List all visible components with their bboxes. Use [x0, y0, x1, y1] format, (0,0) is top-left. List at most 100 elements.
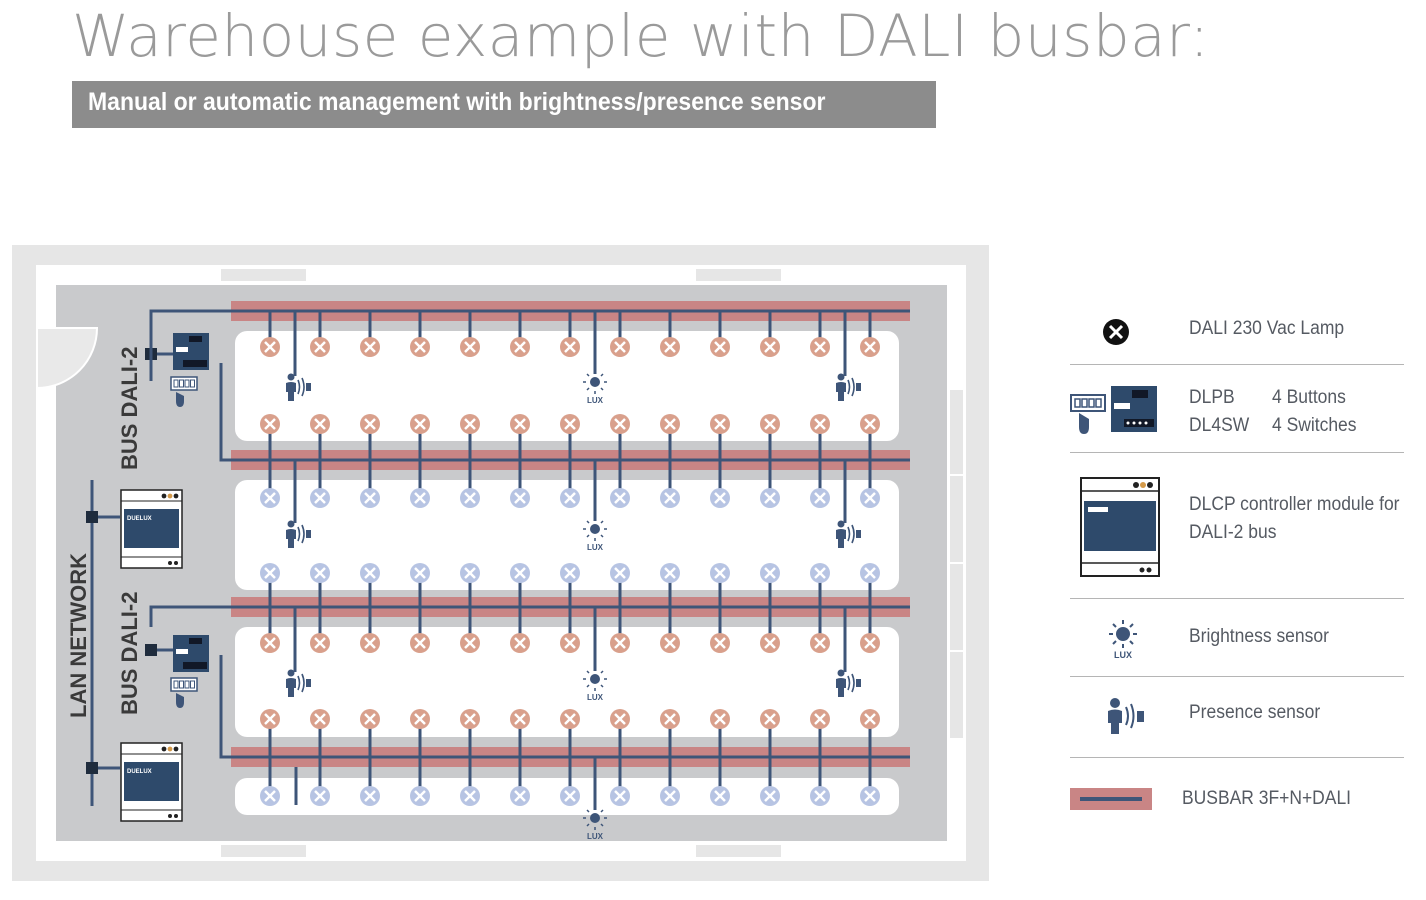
presence-wave	[851, 524, 855, 544]
legend-brightness: Brightness sensor	[1189, 626, 1329, 647]
lamp	[310, 414, 330, 434]
lamp	[710, 414, 730, 434]
subtitle: Manual or automatic management with brig…	[88, 88, 826, 116]
lamp	[510, 633, 530, 653]
keypad-icon	[1070, 394, 1106, 434]
lamp-cross	[714, 418, 726, 430]
aisle-3	[235, 627, 899, 737]
lamp-cross	[814, 637, 826, 649]
presence-wave	[851, 377, 855, 397]
brightness-sensor-icon: LUX	[1109, 620, 1137, 660]
lamp	[860, 786, 880, 806]
brightness-sensor-icon: LUX	[583, 667, 607, 702]
lamp-cross	[414, 637, 426, 649]
dlcp-panel	[124, 762, 179, 801]
dlcp-led	[173, 493, 179, 499]
dlcp-panel	[124, 509, 179, 548]
lamp	[610, 563, 630, 583]
dlpb-module	[173, 333, 209, 370]
lamp	[560, 709, 580, 729]
lux-ray	[586, 520, 590, 524]
busbar-icon	[1070, 788, 1152, 810]
keypad	[170, 677, 198, 708]
lamp-cross	[714, 790, 726, 802]
lamp	[560, 414, 580, 434]
lamp	[260, 488, 280, 508]
legend-divider	[1070, 452, 1404, 453]
dlcp-screw	[168, 814, 172, 818]
dlpb-logo	[176, 649, 188, 654]
lux-ray	[600, 670, 604, 674]
lamp-cross	[764, 790, 776, 802]
lamp-cross	[514, 567, 526, 579]
lamp-cross	[764, 492, 776, 504]
lux-label: LUX	[587, 396, 604, 405]
lamp	[760, 488, 780, 508]
lamp-cross	[614, 567, 626, 579]
lamp	[310, 337, 330, 357]
lux-label: LUX	[587, 832, 604, 841]
lamp	[810, 786, 830, 806]
lux-ray	[600, 534, 604, 538]
lamp	[710, 563, 730, 583]
lamp	[310, 488, 330, 508]
lamp-cross	[514, 713, 526, 725]
lamp	[860, 563, 880, 583]
lamp-cross	[614, 492, 626, 504]
lamp-cross	[314, 492, 326, 504]
bus-dali-label-top: BUS DALI-2	[117, 347, 142, 470]
lamp-cross	[764, 637, 776, 649]
lamp-cross	[264, 713, 276, 725]
brightness-icon-label: LUX	[1114, 650, 1132, 660]
lamp-cross	[364, 492, 376, 504]
lamp-cross	[564, 341, 576, 353]
presence-sensor-icon	[836, 373, 861, 401]
lamp-cross	[814, 341, 826, 353]
lamp	[310, 563, 330, 583]
lamp-cross	[264, 341, 276, 353]
lamp	[760, 633, 780, 653]
lamp-cross	[514, 790, 526, 802]
legend-presence: Presence sensor	[1189, 702, 1321, 723]
lux-ray	[600, 684, 604, 688]
lamp-cross	[264, 567, 276, 579]
lamp-cross	[564, 637, 576, 649]
lamp	[610, 709, 630, 729]
lamp	[810, 337, 830, 357]
lamp	[360, 414, 380, 434]
presence-box	[306, 383, 311, 391]
lamp-cross	[364, 341, 376, 353]
lamp	[510, 786, 530, 806]
entry-door	[36, 327, 99, 390]
lamp	[610, 786, 630, 806]
legend-dlpb: DLPB	[1189, 387, 1235, 408]
dlcp-controller-icon	[1080, 477, 1160, 577]
lamp-cross	[314, 637, 326, 649]
lamp-cross	[814, 713, 826, 725]
lamp-cross	[414, 418, 426, 430]
lamp-cross	[464, 790, 476, 802]
lux-ray	[600, 520, 604, 524]
lamp-cross	[464, 341, 476, 353]
brightness-sensor-icon: LUX	[583, 806, 607, 841]
legend-dlcp-line1: DLCP controller module for	[1189, 494, 1400, 515]
lamp	[810, 488, 830, 508]
legend-lamp: DALI 230 Vac Lamp	[1189, 318, 1345, 339]
lamp-cross	[564, 492, 576, 504]
lamp-cross	[664, 567, 676, 579]
lamp-cross	[864, 790, 876, 802]
lamp-cross	[814, 492, 826, 504]
lamp-cross	[664, 418, 676, 430]
presence-head	[837, 373, 845, 381]
presence-wave	[297, 526, 301, 542]
legend-divider	[1070, 364, 1404, 365]
top-door-left	[221, 269, 306, 281]
presence-box	[856, 530, 861, 538]
keypad-button	[173, 680, 179, 689]
dlcp-screw	[174, 814, 178, 818]
presence-body	[836, 382, 846, 401]
lamp	[560, 786, 580, 806]
lamp	[360, 337, 380, 357]
lamp-cross	[814, 790, 826, 802]
presence-wave	[297, 379, 301, 395]
